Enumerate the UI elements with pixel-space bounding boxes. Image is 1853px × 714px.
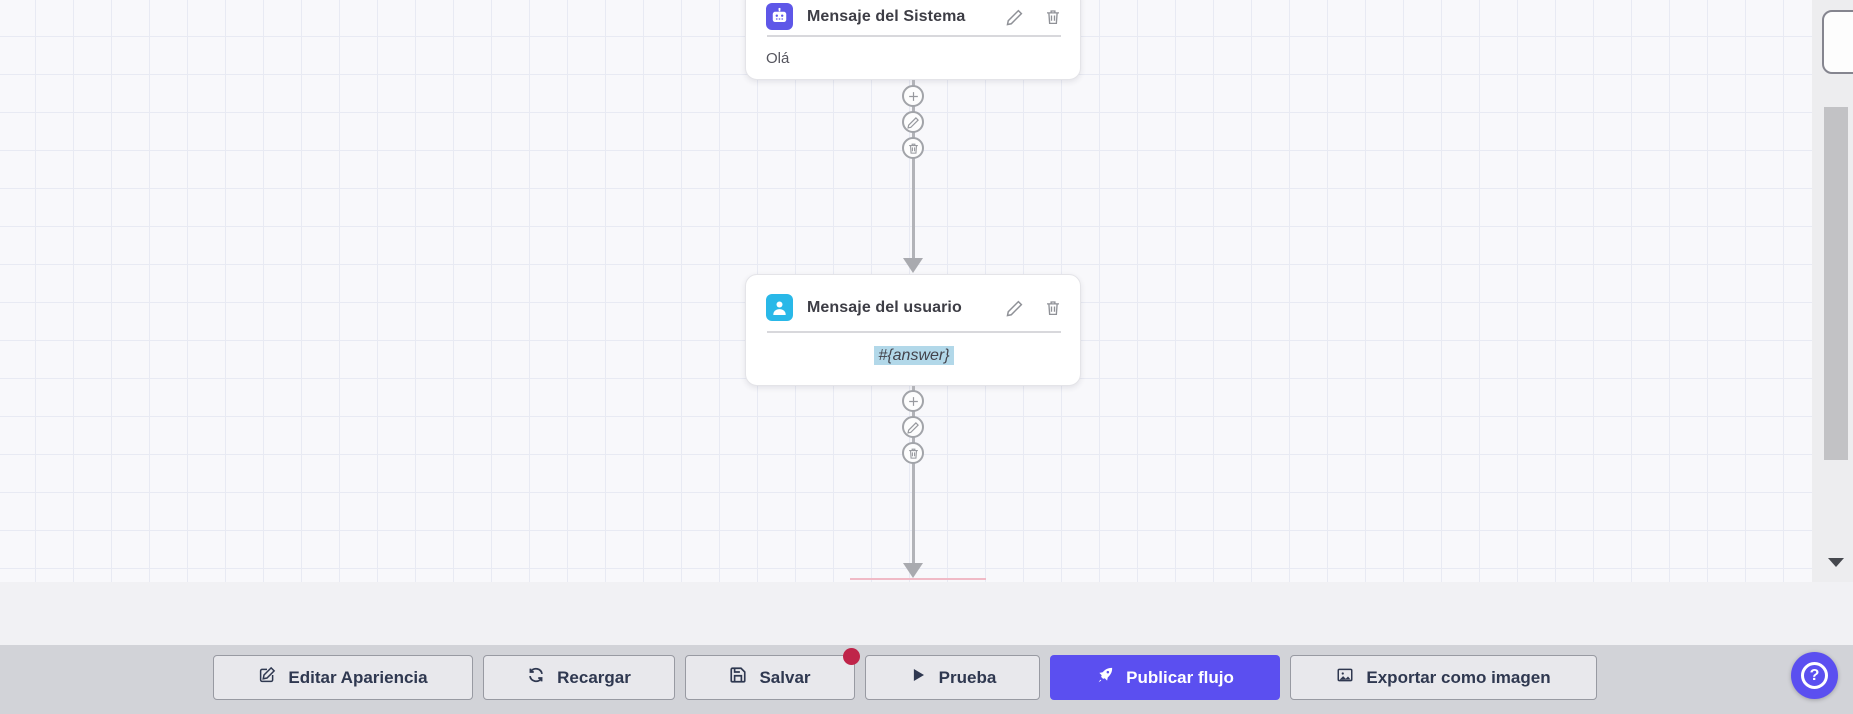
- help-button[interactable]: ?: [1791, 652, 1838, 699]
- node-title: Mensaje del Sistema: [807, 7, 966, 25]
- unsaved-changes-badge: [843, 648, 860, 665]
- node-system-message[interactable]: Mensaje del Sistema Olá: [745, 0, 1081, 80]
- edit-appearance-button[interactable]: Editar Apariencia: [213, 655, 473, 700]
- node-divider: [767, 331, 1061, 333]
- question-mark-icon: ?: [1801, 662, 1828, 689]
- reload-button[interactable]: Recargar: [483, 655, 675, 700]
- flow-canvas[interactable]: Mensaje del Sistema Olá: [0, 0, 1812, 582]
- save-icon: [729, 666, 747, 689]
- add-node-icon[interactable]: [902, 390, 924, 412]
- publish-flow-button[interactable]: Publicar flujo: [1050, 655, 1280, 700]
- scroll-down-arrow-icon[interactable]: [1828, 558, 1844, 567]
- delete-connection-icon[interactable]: [902, 442, 924, 464]
- delete-connection-icon[interactable]: [902, 137, 924, 159]
- save-button[interactable]: Salvar: [685, 648, 860, 700]
- node-body-text: Olá: [766, 50, 790, 67]
- canvas-footer-band: [0, 582, 1853, 645]
- add-node-icon[interactable]: [902, 85, 924, 107]
- node-divider: [767, 35, 1061, 37]
- refresh-icon: [527, 666, 545, 689]
- delete-node-icon[interactable]: [1044, 299, 1062, 317]
- export-image-button[interactable]: Exportar como imagen: [1290, 655, 1597, 700]
- edit-node-icon[interactable]: [1006, 8, 1024, 26]
- test-button[interactable]: Prueba: [865, 655, 1040, 700]
- edit-connection-icon[interactable]: [902, 111, 924, 133]
- canvas-scrollbar-thumb[interactable]: [1824, 107, 1848, 460]
- node-user-message[interactable]: Mensaje del usuario #{answer}: [745, 274, 1081, 386]
- bottom-toolbar: Editar Apariencia Recargar Salvar Prueba: [0, 645, 1853, 714]
- image-icon: [1336, 666, 1354, 689]
- next-node-edge: [850, 578, 986, 580]
- connection-line: [912, 386, 915, 565]
- arrowhead-icon: [903, 563, 923, 578]
- edit-connection-icon[interactable]: [902, 416, 924, 438]
- edit-square-icon: [258, 666, 276, 689]
- play-icon: [909, 666, 927, 689]
- node-title: Mensaje del usuario: [807, 298, 962, 316]
- robot-icon: [766, 3, 793, 30]
- user-icon: [766, 294, 793, 321]
- connection-line: [912, 80, 915, 260]
- delete-node-icon[interactable]: [1044, 8, 1062, 26]
- answer-variable-chip[interactable]: #{answer}: [874, 346, 954, 365]
- minimap-panel: [1822, 10, 1853, 74]
- rocket-icon: [1096, 666, 1114, 689]
- edit-node-icon[interactable]: [1006, 299, 1024, 317]
- arrowhead-icon: [903, 258, 923, 273]
